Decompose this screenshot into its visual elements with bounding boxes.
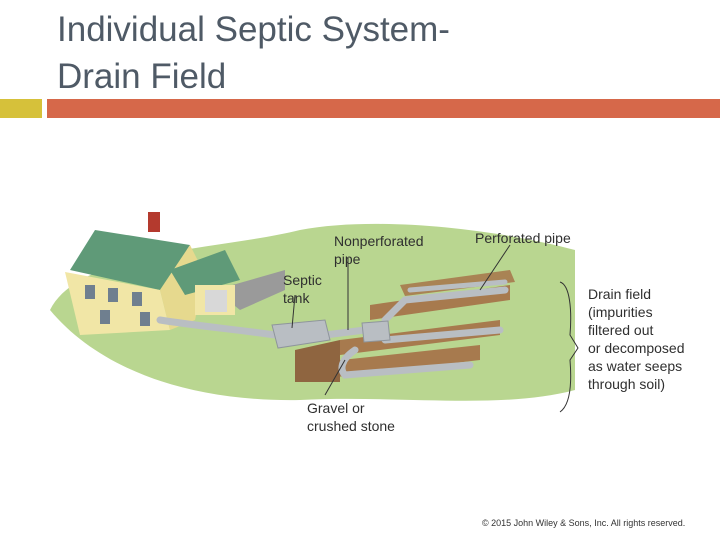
- title-accent-bar-gold: [0, 99, 42, 118]
- title-accent-bar-orange: [47, 99, 720, 118]
- house: [65, 212, 240, 335]
- drain-field-brace: [559, 281, 579, 413]
- label-septic-tank: Septic tank: [283, 272, 322, 306]
- label-gravel: Gravel or crushed stone: [307, 400, 395, 434]
- pipes: [156, 279, 509, 379]
- copyright-notice: © 2015 John Wiley & Sons, Inc. All right…: [482, 518, 686, 528]
- septic-tank: [271, 319, 331, 349]
- septic-system-illustration: [50, 212, 579, 413]
- slide-title: Individual Septic System- Drain Field: [57, 10, 450, 96]
- label-nonperforated-pipe: Nonperforated pipe: [334, 233, 424, 267]
- label-perforated-pipe: Perforated pipe: [475, 230, 571, 246]
- label-drain-field: Drain field (impurities filtered out or …: [588, 286, 685, 392]
- leader-lines: [291, 244, 511, 396]
- distribution-box: [361, 320, 391, 343]
